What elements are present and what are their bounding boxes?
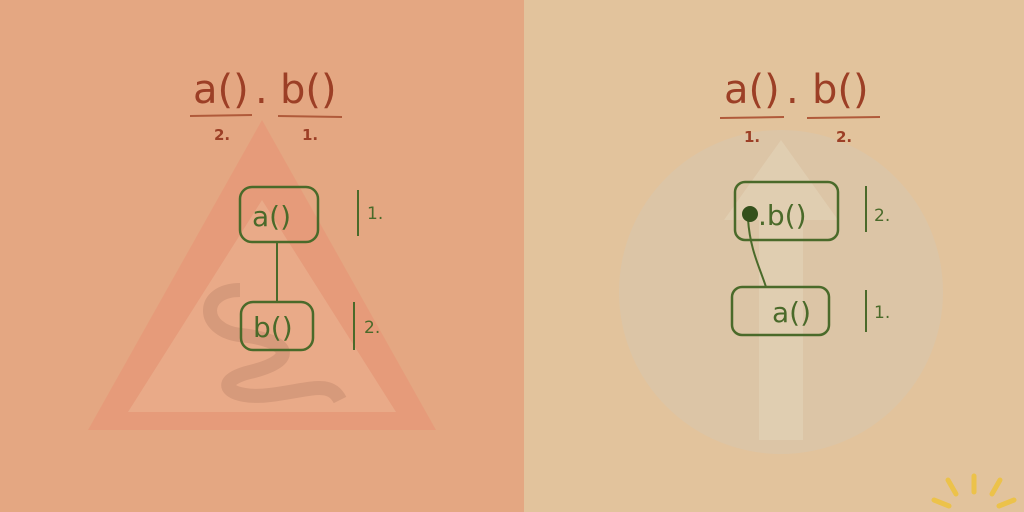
right-panel: a() . b() 1. 2. .b() a() 2. 1. bbox=[524, 0, 1024, 512]
left-diagram: a() . b() 2. 1. a() b() 1. 2. bbox=[88, 67, 436, 430]
tree-edge bbox=[747, 218, 767, 288]
step-label-a: 1. bbox=[367, 204, 383, 224]
upward-arrow-circle-icon bbox=[619, 130, 943, 454]
receiver-dot bbox=[742, 206, 758, 222]
step-label-b: 2. bbox=[874, 206, 890, 226]
node-label-b: .b() bbox=[758, 199, 807, 232]
node-label-a: a() bbox=[252, 200, 291, 233]
step-label-a: 1. bbox=[874, 303, 890, 323]
order-label-a: 1. bbox=[744, 128, 760, 146]
right-call-tree: .b() a() 2. 1. bbox=[730, 180, 890, 337]
expr-b-call: b() bbox=[812, 67, 869, 113]
left-call-tree: a() b() 1. 2. bbox=[238, 185, 383, 352]
order-label-b: 1. bbox=[302, 126, 318, 144]
order-label-a: 2. bbox=[214, 126, 230, 144]
node-label-b: b() bbox=[253, 311, 293, 344]
expr-dot: . bbox=[255, 67, 268, 113]
underline-b bbox=[806, 116, 881, 119]
underline-a bbox=[189, 114, 253, 117]
node-box-b bbox=[239, 300, 315, 352]
right-diagram: a() . b() 1. 2. .b() a() 2. 1. bbox=[619, 67, 1017, 509]
node-box-a bbox=[730, 285, 831, 337]
underline-b bbox=[277, 115, 343, 118]
step-label-b: 2. bbox=[364, 318, 380, 338]
warning-triangle-icon bbox=[88, 120, 436, 430]
order-label-b: 2. bbox=[836, 128, 852, 146]
node-label-a: a() bbox=[772, 296, 811, 329]
sun-icon bbox=[931, 473, 1017, 509]
node-box-a bbox=[238, 185, 320, 244]
right-expression: a() . b() 1. 2. bbox=[719, 67, 881, 146]
left-expression: a() . b() 2. 1. bbox=[189, 67, 343, 144]
expr-dot: . bbox=[786, 67, 799, 113]
expr-a-call: a() bbox=[193, 67, 249, 113]
underline-a bbox=[719, 116, 785, 119]
expr-b-call: b() bbox=[280, 67, 337, 113]
node-box-chain bbox=[733, 180, 840, 242]
left-panel: a() . b() 2. 1. a() b() 1. 2. bbox=[0, 0, 524, 512]
expr-a-call: a() bbox=[724, 67, 780, 113]
